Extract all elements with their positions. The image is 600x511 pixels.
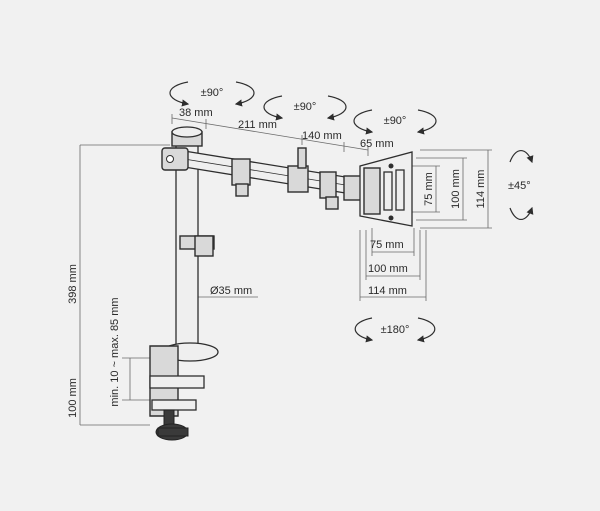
dim-seg1-label: 38 mm xyxy=(179,107,213,119)
dim-vesa-h114-label: 114 mm xyxy=(475,170,487,209)
dim-height-label: 398 mm xyxy=(67,264,79,304)
dim-vesa-w75-label: 75 mm xyxy=(370,239,404,251)
dim-seg4-label: 65 mm xyxy=(360,138,394,150)
rotation-tilt-label: ±45° xyxy=(508,180,531,192)
dimension-lines xyxy=(79,114,492,426)
dim-seg3-label: 140 mm xyxy=(302,130,342,142)
dim-clamp-range-label: min. 10 ~ max. 85 mm xyxy=(109,297,121,406)
rotation-screen-label: ±180° xyxy=(381,324,410,336)
dim-vesa-w114-label: 114 mm xyxy=(368,285,407,297)
rotation-head-label: ±90° xyxy=(384,115,407,127)
pole xyxy=(171,126,215,355)
desk-clamp xyxy=(149,342,219,441)
dim-vesa-w100-label: 100 mm xyxy=(368,263,408,275)
dim-vesa-h100-label: 100 mm xyxy=(450,169,462,209)
rotation-indicators xyxy=(169,81,534,343)
dim-clamp-height-label: 100 mm xyxy=(67,378,79,418)
dim-vesa-h75-label: 75 mm xyxy=(423,172,435,206)
vesa-plate xyxy=(359,151,413,227)
rotation-pole-label: ±90° xyxy=(201,87,224,99)
dim-seg2-label: 211 mm xyxy=(238,119,277,131)
dim-pole-diameter-label: Ø35 mm xyxy=(210,285,252,297)
rotation-elbow-label: ±90° xyxy=(294,101,317,113)
